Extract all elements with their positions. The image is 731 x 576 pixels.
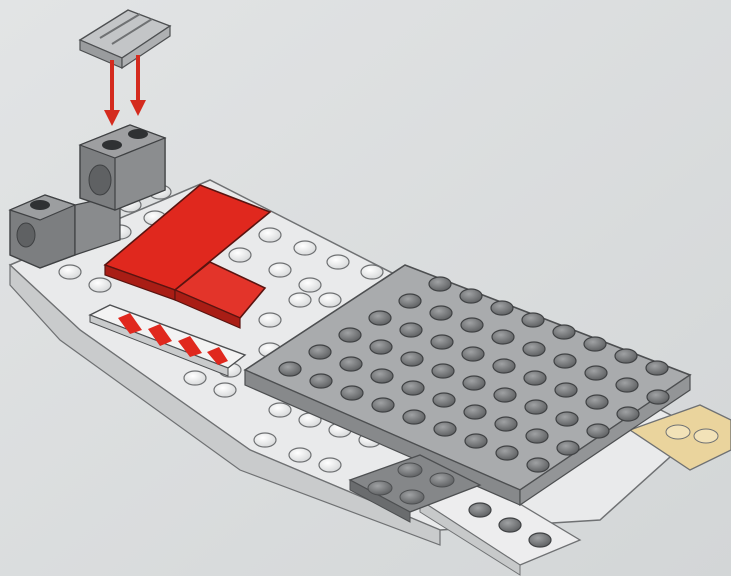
stud [524,371,546,385]
stud [554,354,576,368]
stud [269,263,291,277]
stud [464,405,486,419]
stud [370,340,392,354]
stud [557,441,579,455]
stud [429,277,451,291]
stud [402,381,424,395]
stud [553,325,575,339]
stud [585,366,607,380]
stud [214,383,236,397]
stud [399,294,421,308]
stud [372,398,394,412]
stud [434,422,456,436]
stud [496,446,518,460]
stud [229,248,251,262]
stud [403,410,425,424]
stud [493,359,515,373]
stud [523,342,545,356]
stud [319,293,341,307]
stud [615,349,637,363]
stud [617,407,639,421]
stud [556,412,578,426]
stud [431,335,453,349]
stud [289,448,311,462]
stud [586,395,608,409]
stud [494,388,516,402]
stud [646,361,668,375]
stud [433,393,455,407]
stud [184,371,206,385]
stud [340,357,362,371]
stud [339,328,361,342]
stud [529,533,551,547]
stud [289,293,311,307]
stud [555,383,577,397]
stud [327,255,349,269]
stud [269,403,291,417]
stud [647,390,669,404]
stud [462,347,484,361]
stud [254,433,276,447]
stud [310,374,332,388]
stud [279,362,301,376]
stud [463,376,485,390]
stud [465,434,487,448]
stud [432,364,454,378]
stud [59,265,81,279]
stud [461,318,483,332]
stud [341,386,363,400]
stud [527,458,549,472]
stud [259,228,281,242]
stud [492,330,514,344]
stud [371,369,393,383]
stud [525,400,547,414]
stud [587,424,609,438]
stud [89,278,111,292]
stud [495,417,517,431]
stud [616,378,638,392]
stud [499,518,521,532]
stud [309,345,331,359]
stud [522,313,544,327]
stud [361,265,383,279]
stud [400,323,422,337]
stud [259,313,281,327]
stud [491,301,513,315]
stud [299,278,321,292]
stud [584,337,606,351]
stud [369,311,391,325]
stud [401,352,423,366]
stud [526,429,548,443]
stud [294,241,316,255]
stud [430,306,452,320]
stud [319,458,341,472]
stud [460,289,482,303]
stud [469,503,491,517]
